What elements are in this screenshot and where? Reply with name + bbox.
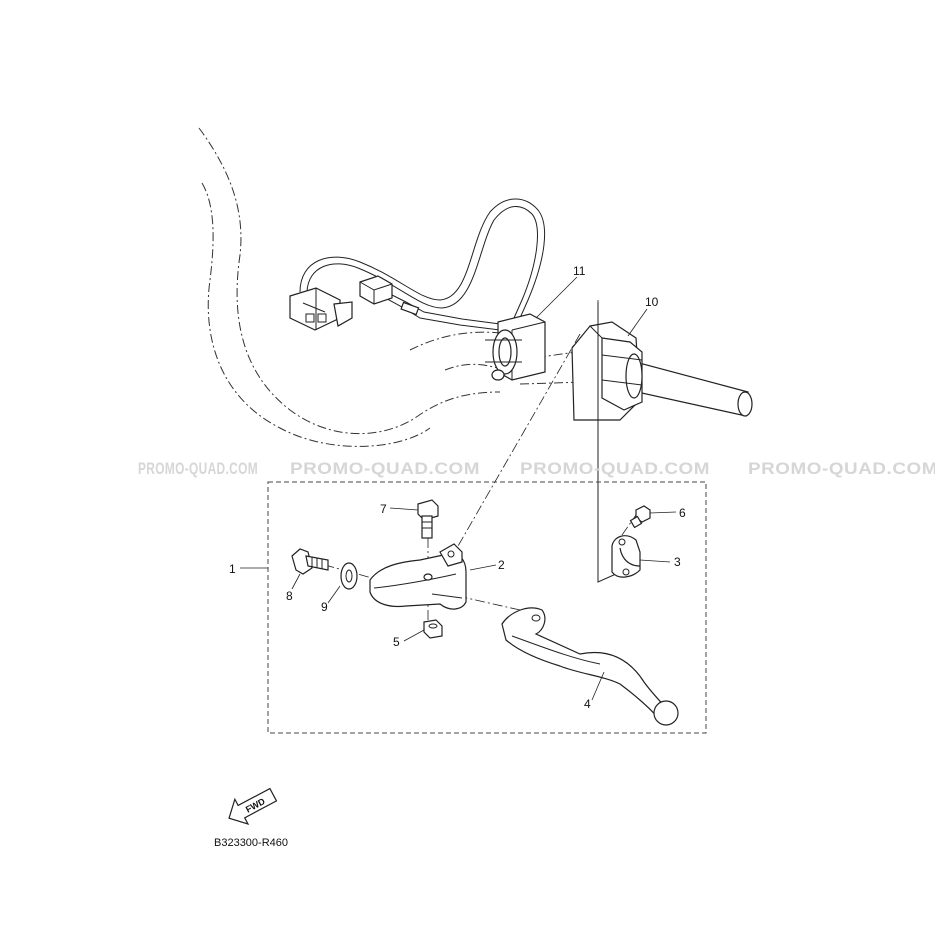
leader-lines bbox=[240, 276, 677, 701]
assembly-line-lever bbox=[449, 333, 581, 561]
bolt-part-7 bbox=[417, 499, 439, 539]
fwd-arrow-icon: FWD bbox=[228, 787, 278, 825]
callout-7: 7 bbox=[380, 502, 387, 516]
watermark-3: PROMO-QUAD.COM bbox=[520, 459, 710, 478]
handlebar-grip bbox=[627, 359, 753, 417]
adjuster-screw-part-8 bbox=[291, 548, 329, 575]
clutch-lever-part-4 bbox=[501, 607, 679, 726]
watermark-row: PROMO-QUAD.COM PROMO-QUAD.COM PROMO-QUAD… bbox=[138, 459, 935, 478]
callout-3: 3 bbox=[674, 555, 681, 569]
callout-9: 9 bbox=[321, 600, 328, 614]
callout-10: 10 bbox=[645, 295, 659, 309]
callout-1: 1 bbox=[229, 562, 236, 576]
callout-6: 6 bbox=[679, 506, 686, 520]
callout-5: 5 bbox=[393, 635, 400, 649]
watermark-1: PROMO-QUAD.COM bbox=[138, 459, 258, 478]
callout-labels: 1 2 3 4 5 6 7 8 9 10 11 bbox=[229, 264, 686, 711]
locknut-part-9 bbox=[340, 562, 358, 590]
wire-coupler bbox=[359, 275, 393, 305]
watermark-4: PROMO-QUAD.COM bbox=[748, 459, 935, 478]
holder-clamp-part-3 bbox=[611, 535, 641, 578]
lever-kit-box bbox=[267, 481, 707, 734]
switch-housing-part-10 bbox=[571, 321, 643, 421]
callout-11: 11 bbox=[573, 264, 586, 278]
callout-4: 4 bbox=[584, 697, 591, 711]
lever-holder-part-2 bbox=[369, 543, 467, 610]
wiring-harness bbox=[299, 198, 546, 331]
reference-code: B323300-R460 bbox=[214, 837, 288, 849]
callout-8: 8 bbox=[286, 589, 293, 603]
clamp-part-11 bbox=[485, 313, 546, 381]
wire-connector-block bbox=[289, 287, 353, 331]
nut-part-5 bbox=[423, 619, 443, 639]
handlebar-outline bbox=[198, 127, 591, 447]
screw-part-6 bbox=[629, 505, 651, 529]
watermark-2: PROMO-QUAD.COM bbox=[290, 459, 480, 478]
callout-2: 2 bbox=[498, 558, 505, 572]
